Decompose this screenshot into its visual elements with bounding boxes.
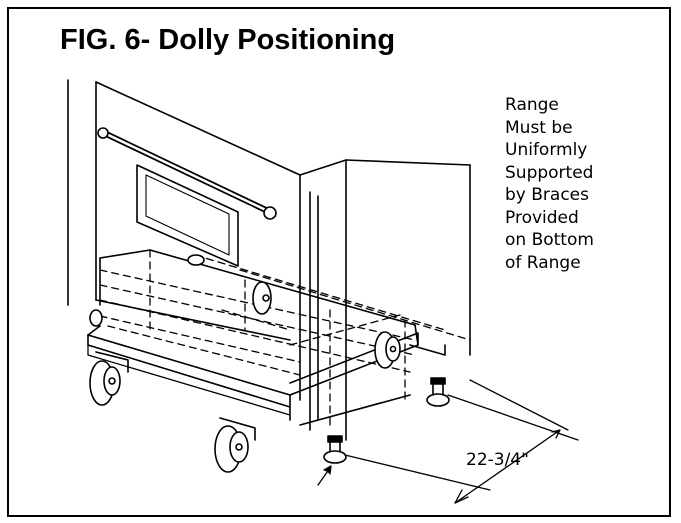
note-line: Supported	[505, 162, 594, 183]
caster-wheel	[253, 282, 271, 314]
note-line: of Range	[505, 252, 581, 273]
note-line: Uniformly	[505, 140, 588, 160]
support-note: Range Must be Uniformly Supported by Bra…	[505, 94, 645, 274]
leveling-leg	[90, 310, 102, 326]
dimension-label: 22-3/4"	[466, 450, 529, 470]
dimension-lines	[318, 380, 578, 503]
caster-wheel	[215, 418, 255, 472]
note-line: Provided	[505, 207, 579, 228]
leveling-leg	[324, 436, 346, 463]
note-line: by Braces	[505, 185, 589, 205]
oven-window	[137, 165, 238, 266]
note-line: on Bottom	[505, 230, 594, 250]
note-line: Range	[505, 95, 559, 115]
range-body	[68, 80, 470, 440]
caster-wheel	[375, 332, 400, 368]
leveling-leg	[427, 378, 449, 406]
caster-wheel	[90, 352, 128, 405]
note-line: Must be	[505, 117, 573, 138]
figure-frame	[7, 7, 671, 517]
hidden-lines	[100, 250, 470, 430]
door-handle	[98, 128, 276, 219]
figure-title: FIG. 6- Dolly Positioning	[60, 24, 396, 56]
dolly-platform	[88, 250, 445, 425]
leveling-leg	[188, 255, 204, 265]
